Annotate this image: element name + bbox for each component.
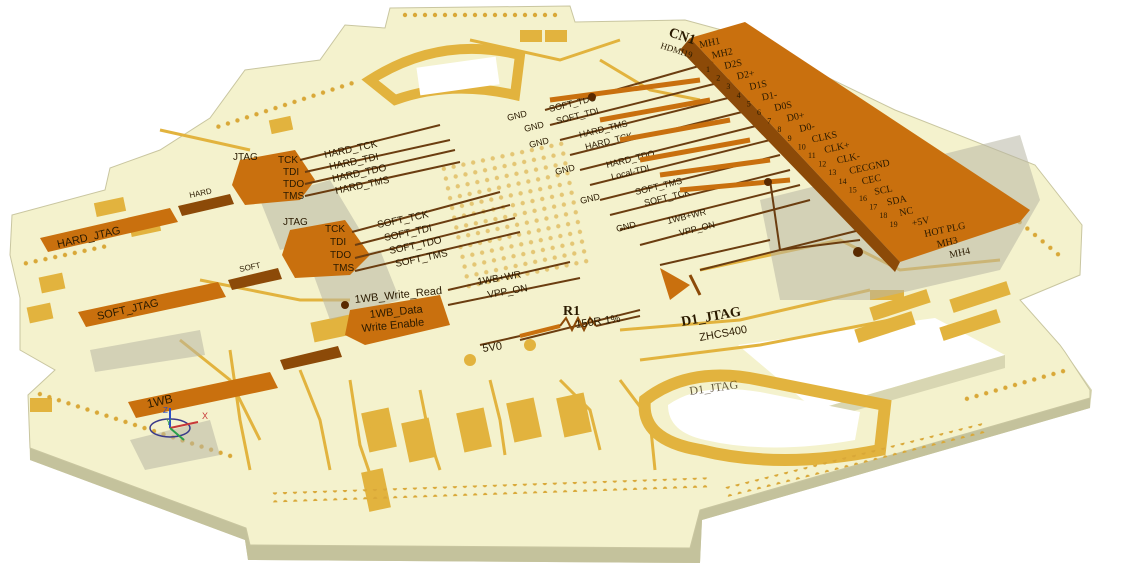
cn1-pin-label: CLK- bbox=[836, 151, 861, 167]
cn1-pin-number: 1 bbox=[706, 65, 710, 74]
r1-designator: R1 bbox=[563, 304, 580, 319]
hard-jtag-connector: HARD_JTAG HARD JTAG TCK TDI TDO TMS bbox=[40, 150, 315, 252]
cn1-pin-label: SCL bbox=[873, 183, 893, 198]
net-traces bbox=[299, 59, 861, 341]
cn1-pin-label: D0+ bbox=[786, 110, 806, 125]
v5-net: 5V0 bbox=[482, 340, 503, 355]
gnd-label: GND bbox=[506, 108, 528, 123]
pin-tms-1: TMS bbox=[283, 191, 304, 202]
cn1-pin-label: MH4 bbox=[948, 246, 971, 261]
cn1-pin-number: 16 bbox=[859, 194, 867, 203]
cn1-pin-number: 2 bbox=[716, 74, 720, 83]
cn1-pin-number: 13 bbox=[828, 168, 836, 177]
via-rows bbox=[19, 12, 1070, 503]
cn1-pin-number: 11 bbox=[808, 151, 816, 160]
gnd-label: GND bbox=[615, 219, 637, 234]
cn1-pin-label: CLKS bbox=[811, 129, 838, 145]
copper-layer bbox=[26, 30, 1011, 512]
cn1-pin-number: 6 bbox=[757, 108, 761, 117]
cn1-pin-traces bbox=[549, 77, 791, 193]
cn1-pin-label: +5V bbox=[911, 215, 932, 230]
gnd-label: GND bbox=[554, 162, 576, 177]
gnd-label: GND bbox=[579, 191, 601, 206]
jtag-label-1: JTAG bbox=[233, 152, 258, 163]
soft-label: SOFT bbox=[239, 261, 262, 274]
pin-tck-2: TCK bbox=[325, 224, 345, 235]
pin-tdi-1: TDI bbox=[283, 167, 299, 178]
pin-tdo-2: TDO bbox=[330, 250, 351, 261]
pin-tdi-2: TDI bbox=[330, 237, 346, 248]
cn1-pin-number: 19 bbox=[890, 220, 898, 229]
cn1-pin-number: 12 bbox=[818, 160, 826, 169]
cn1-pin-label: SDA bbox=[886, 193, 909, 208]
cn1-pin-number: 10 bbox=[798, 142, 806, 151]
cn1-pin-label: D2+ bbox=[736, 68, 756, 83]
cn1-pin-number: 7 bbox=[767, 117, 771, 126]
axis-indicator: Z Y X bbox=[149, 406, 208, 441]
one-wb-label: 1WB bbox=[146, 391, 174, 410]
cn1-pin-label: D1S bbox=[748, 78, 768, 92]
axis-x-label: X bbox=[202, 411, 208, 421]
gnd-label: GND bbox=[528, 135, 550, 150]
cn1-pin-label: CLK+ bbox=[823, 140, 851, 156]
cn1-pin-label: D0- bbox=[798, 121, 816, 135]
cn1-pin-label: D2S bbox=[723, 57, 743, 71]
jtag-label-2: JTAG bbox=[283, 217, 308, 228]
cn1-pin-label: CEC bbox=[861, 173, 883, 188]
wb-data-label: 1WB_Data bbox=[369, 303, 424, 321]
pin-tms-2: TMS bbox=[333, 263, 354, 274]
pin-tck-1: TCK bbox=[278, 155, 298, 166]
cn1-pin-label: D1- bbox=[761, 89, 779, 103]
d1-silkscreen: D1_JTAG bbox=[688, 377, 739, 398]
soft-jtag-connector: SOFT_JTAG SOFT JTAG TCK TDI TDO TMS bbox=[78, 217, 370, 327]
pin-tdo-1: TDO bbox=[283, 179, 304, 190]
cn1-pin-label: MH3 bbox=[936, 235, 959, 250]
cn1-pin-number: 15 bbox=[849, 185, 857, 194]
gnd-label: GND bbox=[523, 119, 545, 134]
cn1-pin-label: MH2 bbox=[711, 46, 734, 61]
cn1-pin-number: 5 bbox=[747, 99, 751, 108]
axis-y-label: Y bbox=[166, 418, 172, 427]
cn1-pin-number: 4 bbox=[737, 91, 741, 100]
cn1-pin-label: D0S bbox=[773, 99, 793, 113]
cn1-pin-number: 9 bbox=[788, 134, 792, 143]
axis-z-label: Z bbox=[163, 406, 168, 415]
cn1-pin-number: 8 bbox=[777, 125, 781, 134]
cn1-pin-number: 3 bbox=[726, 82, 730, 91]
cn1-pin-number: 17 bbox=[869, 203, 877, 212]
cn1-pin-label: NC bbox=[898, 205, 914, 219]
cn1-pin-number: 18 bbox=[879, 211, 887, 220]
cn1-pin-label: MH1 bbox=[698, 36, 721, 51]
cn1-pin-number: 14 bbox=[839, 177, 847, 186]
